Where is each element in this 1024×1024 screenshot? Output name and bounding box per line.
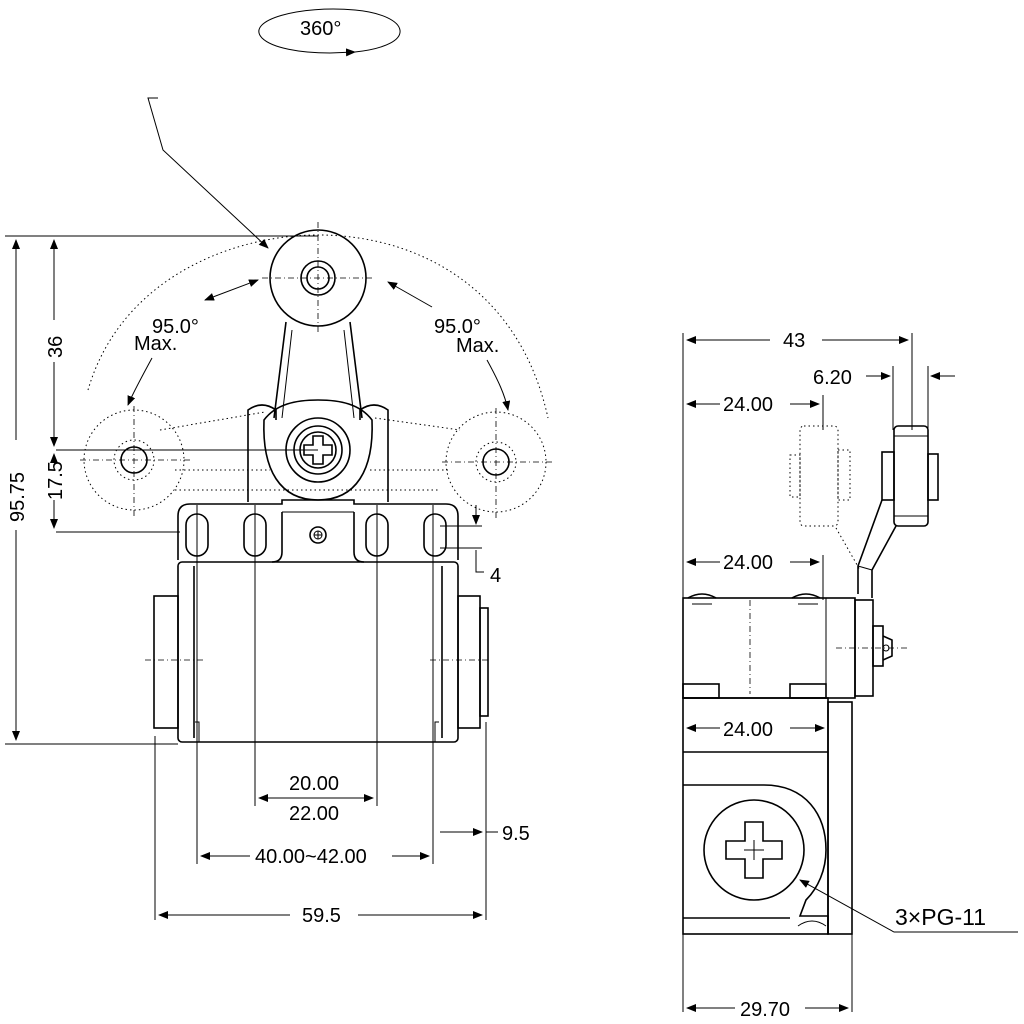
- side-head: [682, 597, 856, 699]
- switch-body: [177, 561, 459, 743]
- rotation-label: 360°: [300, 18, 341, 40]
- mounting-plate: [177, 499, 459, 560]
- dim-roller-offset: 17.5: [45, 461, 67, 500]
- angle-left-value: 95.0°: [152, 316, 199, 338]
- conduit-entry: [703, 799, 805, 901]
- side-lever: [857, 499, 897, 598]
- conduit-left: [153, 595, 179, 729]
- front-view: 95.0° Max. 95.0° Max. 95.75 36 17.5 4 20…: [5, 97, 552, 927]
- dim-roller-width: 6.20: [813, 367, 852, 389]
- angle-right-value: 95.0°: [434, 316, 481, 338]
- dim-lever-height: 36: [45, 336, 67, 358]
- conduit-right: [457, 595, 481, 729]
- leader-line: [147, 97, 269, 249]
- dim-body-depth: 24.00: [723, 719, 773, 741]
- dim-overall-width: 59.5: [302, 905, 341, 927]
- head-housing: [247, 404, 389, 502]
- angle-right-note: Max.: [456, 335, 499, 357]
- dim-head-depth: 24.00: [723, 552, 773, 574]
- dim-slot-offset: 4: [490, 565, 501, 587]
- dim-overall-height: 95.75: [7, 472, 29, 522]
- lever-arm: [273, 321, 363, 419]
- dim-roller-offset-top: 24.00: [723, 394, 773, 416]
- dim-mount-outer: 22.00: [289, 803, 339, 825]
- dim-mount-inner: 20.00: [289, 773, 339, 795]
- cross-screw-icon: [725, 821, 783, 879]
- dim-flange: 9.5: [502, 823, 530, 845]
- side-view: 43 6.20 24.00 24.00: [682, 330, 1018, 1021]
- dim-overall-depth: 43: [783, 330, 805, 352]
- dim-mount-range: 40.00~42.00: [255, 846, 367, 868]
- mount-slot: [423, 513, 447, 557]
- side-roller-dotted: [799, 425, 839, 527]
- conduit-face: [683, 784, 829, 934]
- conduit-label: 3×PG-11: [895, 904, 986, 930]
- angle-left-note: Max.: [134, 333, 177, 355]
- side-roller: [893, 425, 929, 527]
- phillips-screw-icon: [303, 435, 333, 465]
- rotation-indicator: 360°: [258, 8, 401, 57]
- dim-base-width: 29.70: [740, 999, 790, 1021]
